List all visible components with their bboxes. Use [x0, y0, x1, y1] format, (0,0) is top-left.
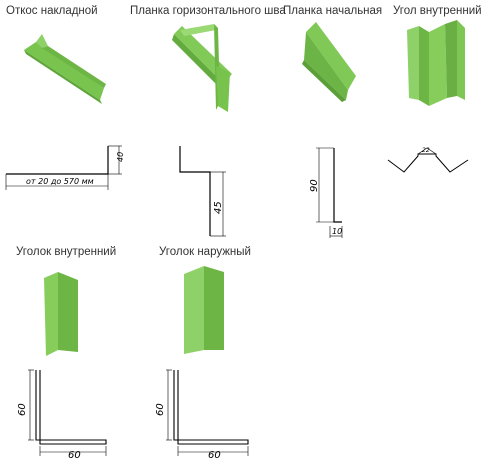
ugolok-vnutrenniy-width-label: 60: [68, 450, 81, 461]
planka-nachalnaya-render: [302, 20, 358, 102]
ugol-vnutrenniy-render: [405, 18, 467, 108]
title-ugolok-vnutrenniy: Уголок внутренний: [16, 246, 117, 258]
title-ugolok-naruzhnyy: Уголок наружный: [159, 246, 251, 258]
planka-gor-shva-profile-drawing: 45: [170, 146, 230, 238]
planka-gor-height-label: 45: [213, 201, 224, 214]
ugolok-vnutrenniy-profile-drawing: 60 60: [10, 364, 110, 461]
ugol-vnutrenniy-profile-drawing: 22: [386, 144, 470, 176]
title-planka-nachalnaya: Планка начальная: [283, 5, 383, 17]
planka-gor-shva-render: [172, 22, 236, 112]
otkos-nakladnoy-render: [22, 32, 112, 104]
title-planka-gorizontalnogo-shva: Планка горизонтального шва: [130, 5, 286, 17]
otkos-width-label: от 20 до 570 мм: [26, 177, 94, 186]
otkos-height-label: 40: [116, 152, 125, 162]
planka-nachalnaya-height-label: 90: [309, 179, 320, 192]
planka-nachalnaya-base-label: 10: [332, 227, 342, 236]
title-otkos-nakladnoy: Откос накладной: [6, 5, 98, 17]
ugolok-vnutrenniy-height-label: 60: [17, 403, 28, 416]
planka-nachalnaya-profile-drawing: 90 10: [304, 146, 354, 240]
title-ugol-vnutrenniy: Угол внутренний: [393, 5, 482, 17]
ugolok-naruzhnyy-height-label: 60: [155, 403, 166, 416]
ugolok-vnutrenniy-render: [42, 272, 80, 356]
otkos-profile-drawing: 40 от 20 до 570 мм: [4, 138, 125, 200]
ugolok-naruzhnyy-width-label: 60: [208, 450, 221, 461]
ugol-vnutrenniy-width-label: 22: [422, 147, 430, 154]
ugolok-naruzhnyy-profile-drawing: 60 60: [148, 364, 252, 461]
ugolok-naruzhnyy-render: [182, 266, 226, 356]
